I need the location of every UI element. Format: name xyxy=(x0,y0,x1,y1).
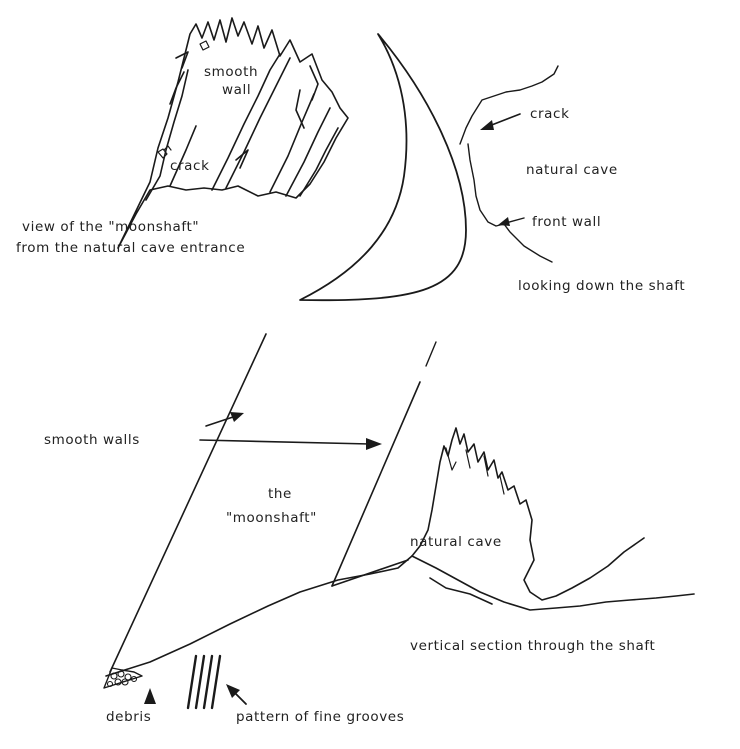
vertical-section-sketch xyxy=(106,334,694,676)
top-view-caption-line-2: from the natural cave entrance xyxy=(16,240,245,256)
moonshaft-label: "moonshaft" xyxy=(226,510,317,526)
moonshaft-plan-sketch xyxy=(300,34,558,300)
front-wall-arrow xyxy=(498,217,524,226)
top-view-caption-line-1: view of the "moonshaft" xyxy=(22,219,199,235)
front-wall-label: front wall xyxy=(532,214,601,230)
debris-label: debris xyxy=(106,709,151,725)
plan-natural-cave-label: natural cave xyxy=(526,162,618,178)
section-caption: vertical section through the shaft xyxy=(410,638,655,654)
section-natural-cave-label: natural cave xyxy=(410,534,502,550)
plan-crack-arrow xyxy=(480,114,520,130)
plan-caption: looking down the shaft xyxy=(518,278,685,294)
plan-crack-label: crack xyxy=(530,106,570,122)
grooves-arrow xyxy=(226,684,246,704)
moonshaft-view-sketch xyxy=(118,18,348,248)
debris-arrow xyxy=(144,688,156,704)
fine-grooves-pattern xyxy=(188,656,220,708)
grooves-label: pattern of fine grooves xyxy=(236,709,404,725)
smooth-wall-label-2: wall xyxy=(222,82,251,98)
smooth-wall-label-1: smooth xyxy=(204,64,258,80)
the-label: the xyxy=(268,486,292,502)
smooth-walls-label: smooth walls xyxy=(44,432,140,448)
top-view-crack-label: crack xyxy=(170,158,210,174)
